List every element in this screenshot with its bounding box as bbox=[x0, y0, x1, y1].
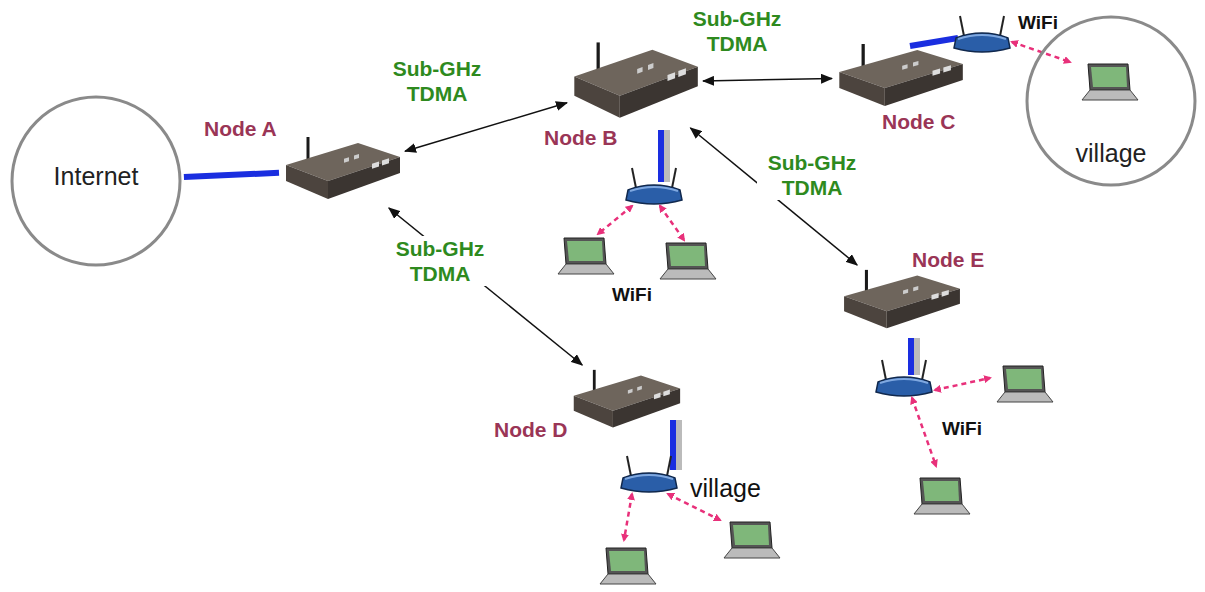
region-name: village bbox=[1076, 139, 1147, 187]
radio-node: Node D bbox=[570, 368, 682, 433]
link-label: Sub-GHz TDMA bbox=[382, 56, 492, 106]
radio-node: Node C bbox=[835, 42, 965, 112]
wifi-router bbox=[621, 456, 677, 492]
node-name: Node E bbox=[912, 248, 984, 272]
router-device bbox=[282, 135, 402, 205]
free-label: WiFi bbox=[942, 418, 982, 440]
radio-link bbox=[703, 78, 832, 81]
free-label: WiFi bbox=[612, 284, 652, 306]
region-circle: village bbox=[1025, 15, 1197, 187]
wifi-router bbox=[954, 16, 1010, 52]
region-name: Internet bbox=[54, 162, 139, 267]
wifi-router bbox=[876, 360, 932, 396]
link-label: Sub-GHz TDMA bbox=[682, 6, 792, 56]
laptop bbox=[600, 548, 656, 584]
free-label: village bbox=[690, 474, 761, 503]
node-name: Node A bbox=[204, 117, 277, 141]
free-label: WiFi bbox=[1018, 12, 1058, 34]
laptop bbox=[558, 238, 614, 274]
wired-link bbox=[184, 173, 279, 177]
node-name: Node D bbox=[494, 418, 568, 442]
wifi-link bbox=[598, 42, 1070, 540]
radio-link bbox=[405, 103, 567, 151]
node-name: Node B bbox=[544, 126, 618, 150]
laptop bbox=[914, 478, 970, 514]
laptop bbox=[724, 522, 780, 558]
region-circle: Internet bbox=[10, 95, 182, 267]
radio-node: Node A bbox=[282, 135, 402, 205]
laptop bbox=[1082, 64, 1138, 100]
radio-node: Node B bbox=[570, 40, 700, 125]
wifi-router bbox=[626, 168, 682, 204]
link-label: Sub-GHz TDMA bbox=[385, 236, 495, 286]
link-label: Sub-GHz TDMA bbox=[757, 150, 867, 200]
router-device bbox=[840, 268, 962, 334]
radio-link bbox=[389, 208, 582, 365]
laptop bbox=[997, 366, 1053, 402]
node-name: Node C bbox=[882, 110, 956, 134]
router-device bbox=[835, 42, 965, 112]
laptop bbox=[660, 243, 716, 279]
radio-node: Node E bbox=[840, 268, 962, 334]
router-device bbox=[570, 40, 700, 125]
router-device bbox=[570, 368, 682, 433]
